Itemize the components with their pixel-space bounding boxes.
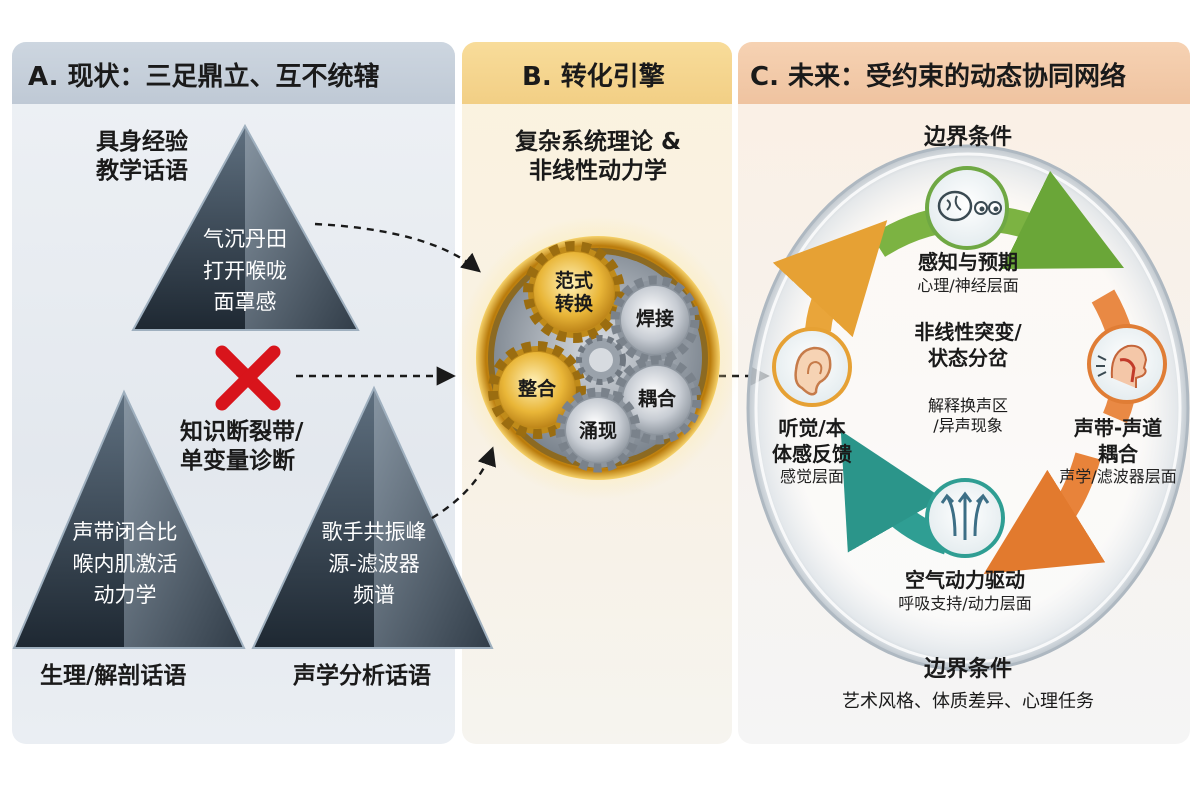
panel-c-header: C. 未来：受约束的动态协同网络: [738, 42, 1190, 104]
paradigm-line2: 转换: [554, 292, 593, 315]
head-throat-icon: [1087, 324, 1167, 404]
acoustic-discourse-label: 声学分析话语: [293, 663, 431, 689]
boundary-condition-detail: 艺术风格、体质差异、心理任务: [842, 691, 1094, 712]
right-triangle-items: 歌手共振峰 源-滤波器 频谱: [304, 517, 444, 612]
item-vocal-fold-closure: 声带闭合比: [72, 520, 178, 544]
center-bifurcation: 非线性突变/ 状态分岔: [888, 320, 1048, 371]
air-label: 空气动力驱动: [905, 568, 1025, 592]
item-spectrum: 频谱: [353, 583, 395, 607]
hearing-sub: 感觉层面: [779, 467, 844, 487]
fracture-line1: 知识断裂带/: [180, 419, 304, 445]
subtitle-line1: 复杂系统理论 &: [514, 129, 682, 155]
airflow-node: 空气动力驱动 呼吸支持/动力层面: [885, 568, 1045, 614]
gear-label-emerge: 涌现: [578, 420, 617, 442]
item-mask-feel: 面罩感: [213, 290, 277, 314]
paradigm-line1: 范式: [554, 270, 593, 292]
fold-sub: 声学/滤波器层面: [1059, 467, 1177, 487]
panel-b-header: B. 转化引擎: [462, 42, 732, 104]
connector-arrows-a-to-b: [296, 222, 770, 520]
hearing-node: 听觉/本 体感反馈 感觉层面: [752, 416, 872, 488]
embodied-discourse-label: 具身经验 教学话语: [96, 128, 188, 187]
gear-label-paradigm: 范式 转换: [544, 270, 604, 316]
item-source-filter: 源-滤波器: [328, 551, 420, 576]
gear-integrate: [488, 341, 586, 439]
item-open-throat: 打开喉咙: [203, 258, 287, 283]
panel-a-title: A. 现状：三足鼎立、互不统辖: [28, 62, 380, 92]
fracture-line2: 单变量诊断: [180, 448, 295, 475]
gear-label-couple: 耦合: [637, 388, 676, 410]
ear-icon: [772, 327, 852, 407]
panel-a-header: A. 现状：三足鼎立、互不统辖: [12, 42, 455, 104]
top-triangle-items: 气沉丹田 打开喉咙 面罩感: [183, 224, 307, 319]
gear-paradigm-shift: [523, 241, 625, 343]
top-triangle: [131, 123, 360, 331]
knowledge-fracture-label: 知识断裂带/ 单变量诊断: [180, 418, 303, 477]
gear-center: [576, 335, 626, 385]
brain-eyes-icon: [925, 166, 1009, 250]
perception-node: 感知与预期 心理/神经层面: [888, 250, 1048, 296]
hearing-line2: 体感反馈: [772, 441, 852, 466]
center-sub2: /异声现象: [933, 416, 1003, 436]
perception-sub: 心理/神经层面: [917, 275, 1019, 295]
perception-label: 感知与预期: [918, 250, 1018, 274]
boundary-condition-top: 边界条件: [923, 125, 1012, 150]
panel-c-title: C. 未来：受约束的动态协同网络: [750, 62, 1127, 92]
center-sub1: 解释换声区: [927, 396, 1008, 415]
gear-label-weld: 焊接: [635, 308, 674, 330]
gear-weld: [610, 275, 700, 365]
item-singer-formant: 歌手共振峰: [321, 520, 427, 544]
fold-line2: 耦合: [1098, 441, 1138, 466]
red-cross-icon: [215, 345, 281, 411]
boundary-condition-bottom: 边界条件: [923, 657, 1012, 682]
hearing-line1: 听觉/本: [778, 416, 846, 440]
physiology-discourse-label: 生理/解剖话语: [40, 663, 187, 689]
fold-tract-node: 声带-声道 耦合 声学/滤波器层面: [1046, 416, 1190, 488]
theory-subtitle: 复杂系统理论 & 非线性动力学: [478, 128, 718, 187]
subtitle-line2: 非线性动力学: [529, 158, 667, 185]
airflow-icon: [925, 478, 1005, 558]
item-laryngeal-muscle: 喉内肌激活: [72, 551, 178, 576]
item-qi-dantian: 气沉丹田: [203, 227, 287, 251]
item-dynamics: 动力学: [93, 583, 157, 607]
left-triangle: [12, 389, 246, 649]
air-sub: 呼吸支持/动力层面: [898, 593, 1032, 613]
embodied-caption-line2: 教学话语: [96, 158, 188, 185]
gear-couple: [612, 355, 702, 445]
panel-b-title: B. 转化引擎: [522, 62, 665, 92]
gear-label-integrate: 整合: [517, 378, 556, 400]
fold-line1: 声带-声道: [1073, 416, 1163, 440]
embodied-caption-line1: 具身经验: [96, 129, 188, 155]
left-triangle-items: 声带闭合比 喉内肌激活 动力学: [60, 517, 190, 612]
center-line1: 非线性突变/: [914, 320, 1022, 344]
center-explanation: 解释换声区 /异声现象: [908, 396, 1028, 437]
center-line2: 状态分岔: [928, 345, 1008, 370]
gear-engine: [456, 216, 740, 500]
gear-emerge: [555, 387, 641, 473]
